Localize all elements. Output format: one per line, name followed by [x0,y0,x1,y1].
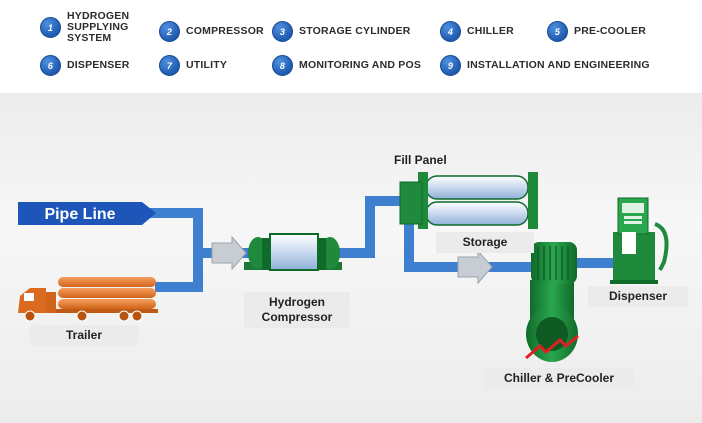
pipe-line-label: Pipe Line [44,206,116,223]
flow-arrow-icon [457,249,493,285]
storage-cylinder-icon [418,172,538,229]
hydrogen-compressor-icon [244,233,342,271]
number-2-icon: 2 [159,21,180,42]
legend-label: CHILLER [467,25,514,37]
hydrogen-compressor-label: Hydrogen Compressor [244,292,350,328]
number-3-icon: 3 [272,21,293,42]
number-7-icon: 7 [159,55,180,76]
storage-label: Storage [436,232,534,253]
compressor-label-line2: Compressor [261,310,333,324]
zigzag-icon [525,334,579,360]
legend-item-monitoring-and-pos: 8 MONITORING AND POS [272,55,421,76]
legend-label: HYDROGEN SUPPLYING SYSTEM [67,10,130,44]
compressor-label-line1: Hydrogen [268,295,325,309]
number-6-icon: 6 [40,55,61,76]
pipe-segment [330,248,374,258]
dispenser-pump-icon [610,197,669,284]
legend-item-hydrogen-supplying-system: 1 HYDROGEN SUPPLYING SYSTEM [40,11,139,44]
number-4-icon: 4 [440,21,461,42]
chiller-precooler-label: Chiller & PreCooler [484,368,634,389]
legend-item-utility: 7 UTILITY [159,55,227,76]
pipe-line-banner [18,202,156,225]
flow-arrow-icon [211,235,247,271]
number-9-icon: 9 [440,55,461,76]
legend-label: INSTALLATION AND ENGINEERING [467,59,650,71]
fill-panel-icon [399,181,423,225]
legend-item-compressor: 2 COMPRESSOR [159,21,264,42]
legend-label: COMPRESSOR [186,25,264,37]
dispenser-label: Dispenser [588,286,688,307]
legend-label: UTILITY [186,59,228,71]
trailer-truck-icon [18,277,158,322]
pipe-segment [365,196,405,206]
legend-item-dispenser: 6 DISPENSER [40,55,129,76]
number-8-icon: 8 [272,55,293,76]
number-5-icon: 5 [547,21,568,42]
legend-label: MONITORING AND POS [299,59,422,71]
legend-item-installation-and-engineering: 9 INSTALLATION AND ENGINEERING [440,55,650,76]
legend-item-chiller: 4 CHILLER [440,21,514,42]
legend-item-pre-cooler: 5 PRE-COOLER [547,21,646,42]
chiller-precooler-icon [525,242,579,362]
fill-panel-label: Fill Panel [394,153,447,167]
legend-label: STORAGE CYLINDER [299,25,411,37]
legend-label: DISPENSER [67,59,130,71]
legend-label: PRE-COOLER [574,25,647,37]
pipe-segment [155,282,203,292]
legend: 1 HYDROGEN SUPPLYING SYSTEM 2 COMPRESSOR… [0,0,702,90]
pipe-segment [365,196,375,258]
trailer-label: Trailer [30,325,138,346]
pipe-segment [575,258,617,268]
number-1-icon: 1 [40,17,61,38]
legend-item-storage-cylinder: 3 STORAGE CYLINDER [272,21,411,42]
pipe-segment [150,208,202,218]
pipe-segment [404,212,414,270]
